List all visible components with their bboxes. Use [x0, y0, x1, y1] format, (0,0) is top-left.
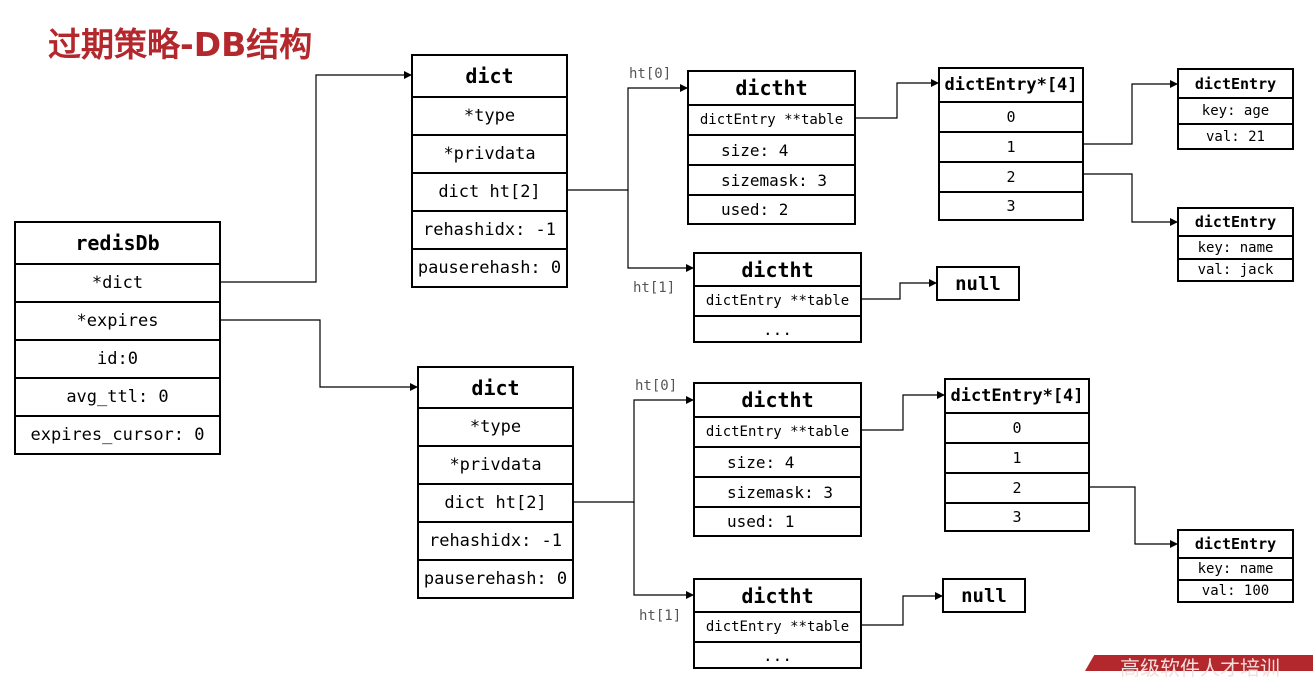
- arrow-table2: [861, 391, 945, 431]
- array-slot-0: 0: [946, 412, 1088, 442]
- dict-field-pauserehash: pauserehash: 0: [413, 248, 566, 286]
- dict-field-rehashidx: rehashidx: -1: [413, 210, 566, 248]
- page-title: 过期策略-DB结构: [48, 25, 313, 64]
- arrow-slot2-entry2: [1083, 173, 1178, 226]
- arrow-dict2-ht1: [633, 502, 694, 599]
- arrow-dict-to-dict1: [220, 71, 412, 283]
- array-slot-2: 2: [940, 161, 1082, 191]
- dict-header: dict: [465, 64, 514, 88]
- dictentry-val: val: 100: [1179, 579, 1292, 601]
- dictht-field-ellipsis: ...: [695, 315, 860, 341]
- dictht-struct: dictht dictEntry **table ...: [693, 252, 862, 343]
- null-label: null: [955, 272, 1001, 295]
- dictentry-val: val: jack: [1179, 258, 1292, 280]
- dictht-field-table: dictEntry **table: [695, 416, 860, 446]
- arrow-null2: [861, 592, 943, 626]
- dictentry-header: dictEntry: [1194, 213, 1277, 231]
- array-slot-3: 3: [946, 502, 1088, 530]
- dictentry-struct: dictEntry key: name val: jack: [1177, 207, 1294, 282]
- dictentry-header: dictEntry: [1194, 74, 1277, 93]
- dictht-header: dictht: [741, 257, 814, 282]
- array-slot-0: 0: [940, 101, 1082, 131]
- null-box: null: [936, 266, 1020, 301]
- dictentry-header: dictEntry: [1194, 535, 1277, 553]
- redisdb-struct: redisDb *dict *expires id:0 avg_ttl: 0 e…: [14, 221, 221, 455]
- ht0-label: ht[0]: [629, 66, 672, 82]
- dict-field-privdata: *privdata: [419, 445, 572, 483]
- arrow-slot1-entry1: [1083, 80, 1178, 145]
- dictentry-key: key: age: [1179, 97, 1292, 123]
- dictht-field-sizemask: sizemask: 3: [689, 164, 854, 194]
- dictentry-struct: dictEntry key: name val: 100: [1177, 529, 1294, 603]
- null-label: null: [961, 584, 1007, 607]
- arrow-dict2-ht0: [573, 396, 694, 503]
- dictht-header: dictht: [741, 583, 814, 608]
- arrow-expires-to-dict2: [220, 319, 418, 391]
- null-box: null: [942, 578, 1026, 613]
- arrow-table1: [855, 79, 939, 119]
- dict-field-pauserehash: pauserehash: 0: [419, 559, 572, 597]
- footer-banner-text: 高级软件人才培训: [1120, 656, 1280, 680]
- array-header: dictEntry*[4]: [944, 75, 1078, 95]
- arrow-dict1-ht0: [567, 84, 688, 191]
- arrow-dict1-ht1: [627, 190, 694, 272]
- dictentry-key: key: name: [1179, 557, 1292, 579]
- redisdb-field-dict: *dict: [16, 263, 219, 301]
- redisdb-header: redisDb: [75, 231, 160, 255]
- redisdb-field-expires-cursor: expires_cursor: 0: [16, 415, 219, 453]
- ht0-label: ht[0]: [635, 378, 678, 394]
- dictht-field-used: used: 1: [695, 506, 860, 535]
- dictht-field-table: dictEntry **table: [695, 285, 860, 315]
- dictentry-struct: dictEntry key: age val: 21: [1177, 68, 1294, 150]
- dict-field-type: *type: [419, 407, 572, 445]
- arrow-null1: [861, 279, 937, 300]
- redisdb-field-avg-ttl: avg_ttl: 0: [16, 377, 219, 415]
- dict-field-ht: dict ht[2]: [419, 483, 572, 521]
- dictht-struct: dictht dictEntry **table size: 4 sizemas…: [693, 382, 862, 537]
- ht1-label: ht[1]: [639, 608, 682, 624]
- dictht-header: dictht: [735, 76, 808, 100]
- dict-field-type: *type: [413, 96, 566, 134]
- dict-field-ht: dict ht[2]: [413, 172, 566, 210]
- dictht-field-size: size: 4: [689, 134, 854, 164]
- dictht-field-table: dictEntry **table: [695, 611, 860, 641]
- redisdb-field-id: id:0: [16, 339, 219, 377]
- array-slot-3: 3: [940, 191, 1082, 219]
- dictht-struct: dictht dictEntry **table size: 4 sizemas…: [687, 70, 856, 225]
- dictht-header: dictht: [741, 388, 814, 412]
- dict-struct-2: dict *type *privdata dict ht[2] rehashid…: [417, 366, 574, 599]
- array-slot-1: 1: [946, 442, 1088, 472]
- array-header: dictEntry*[4]: [950, 386, 1084, 406]
- array-slot-1: 1: [940, 131, 1082, 161]
- dictentry-array-2: dictEntry*[4] 0 1 2 3: [944, 378, 1090, 532]
- dictht-field-ellipsis: ...: [695, 641, 860, 667]
- dictht-field-used: used: 2: [689, 194, 854, 223]
- dictht-field-table: dictEntry **table: [689, 104, 854, 134]
- dict-field-rehashidx: rehashidx: -1: [419, 521, 572, 559]
- dict-header: dict: [471, 375, 520, 400]
- redisdb-field-expires: *expires: [16, 301, 219, 339]
- dict-struct-1: dict *type *privdata dict ht[2] rehashid…: [411, 54, 568, 288]
- arrow-slot2-entry3: [1089, 486, 1178, 548]
- array-slot-2: 2: [946, 472, 1088, 502]
- dictht-field-size: size: 4: [695, 446, 860, 476]
- dictentry-array-1: dictEntry*[4] 0 1 2 3: [938, 67, 1084, 221]
- dict-field-privdata: *privdata: [413, 134, 566, 172]
- ht1-label: ht[1]: [633, 280, 676, 296]
- dictht-field-sizemask: sizemask: 3: [695, 476, 860, 506]
- dictht-struct: dictht dictEntry **table ...: [693, 578, 862, 669]
- dictentry-key: key: name: [1179, 235, 1292, 258]
- dictentry-val: val: 21: [1179, 123, 1292, 148]
